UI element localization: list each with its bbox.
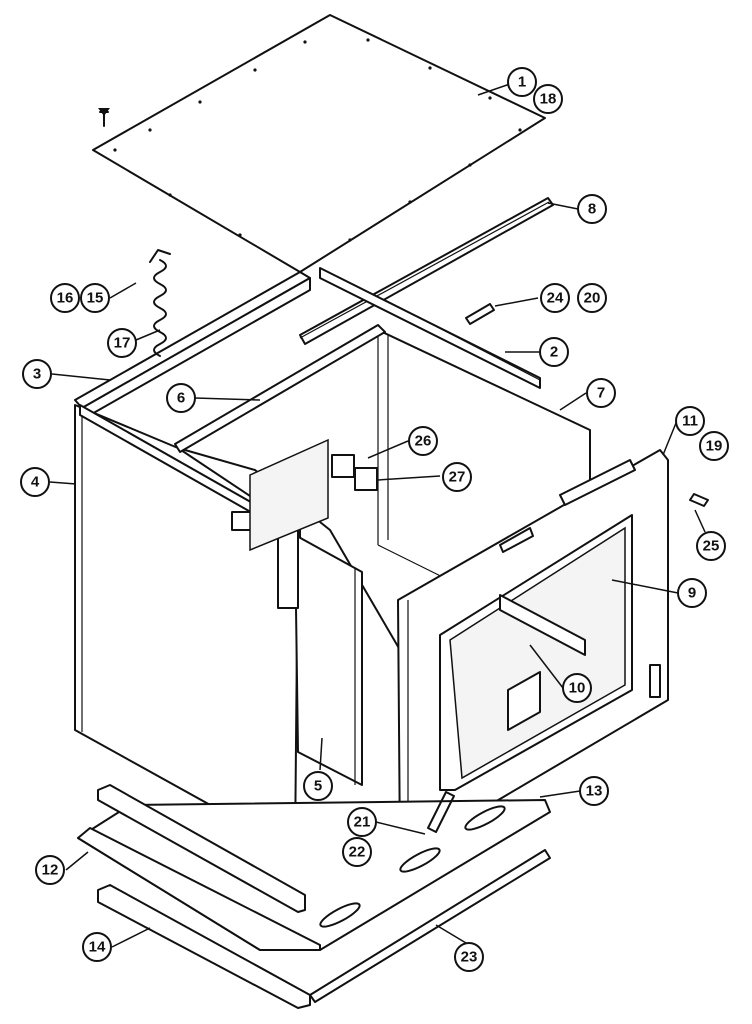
callout-22: 22 (342, 837, 372, 867)
callout-25: 25 (696, 531, 726, 561)
svg-text:26: 26 (415, 433, 432, 450)
callout-11: 11 (675, 406, 705, 436)
svg-text:24: 24 (547, 290, 564, 307)
svg-text:15: 15 (87, 290, 104, 307)
callout-15: 15 (80, 283, 110, 313)
top-back-strip (174, 324, 386, 453)
callout-12: 12 (35, 855, 65, 885)
callout-21: 21 (347, 807, 377, 837)
bottom-front-rail (97, 849, 551, 1009)
callout-5: 5 (303, 771, 333, 801)
callout-13: 13 (579, 776, 609, 806)
svg-text:2: 2 (550, 344, 558, 361)
svg-text:6: 6 (177, 390, 185, 407)
callout-18: 18 (533, 84, 563, 114)
svg-text:20: 20 (584, 290, 601, 307)
svg-text:23: 23 (461, 949, 478, 966)
callout-6: 6 (166, 383, 196, 413)
svg-text:10: 10 (569, 680, 586, 697)
svg-text:17: 17 (114, 335, 131, 352)
callout-1: 1 (507, 67, 537, 97)
fastener-icon (689, 493, 709, 507)
inner-lower-bracket (499, 594, 586, 731)
svg-text:18: 18 (540, 91, 557, 108)
leader-lines (49, 83, 706, 948)
svg-text:12: 12 (42, 862, 59, 879)
top-panel (92, 14, 546, 273)
svg-text:14: 14 (89, 939, 106, 956)
inner-divider-panel (231, 511, 363, 786)
svg-text:13: 13 (586, 783, 603, 800)
svg-text:9: 9 (688, 585, 696, 602)
svg-text:21: 21 (354, 814, 371, 831)
callout-26: 26 (408, 426, 438, 456)
callout-10: 10 (562, 673, 592, 703)
svg-text:7: 7 (597, 385, 605, 402)
svg-text:8: 8 (588, 201, 596, 218)
callout-9: 9 (677, 578, 707, 608)
callout-20: 20 (577, 283, 607, 313)
callout-17: 17 (107, 328, 137, 358)
callout-8: 8 (577, 194, 607, 224)
callout-14: 14 (82, 932, 112, 962)
svg-text:3: 3 (33, 366, 41, 383)
door-hinge-icon (465, 303, 495, 325)
callout-3: 3 (22, 359, 52, 389)
svg-text:19: 19 (706, 438, 723, 455)
callout-23: 23 (454, 942, 484, 972)
svg-text:11: 11 (682, 413, 698, 430)
svg-text:1: 1 (518, 74, 526, 91)
callout-24: 24 (540, 283, 570, 313)
terminal-block-icon (331, 454, 378, 491)
svg-text:25: 25 (703, 538, 720, 555)
callout-16: 16 (50, 283, 80, 313)
svg-text:27: 27 (449, 469, 466, 486)
callout-7: 7 (586, 378, 616, 408)
callout-19: 19 (699, 431, 729, 461)
svg-text:16: 16 (57, 290, 74, 307)
inner-heat-shield (249, 438, 329, 552)
svg-text:22: 22 (349, 844, 366, 861)
top-rail (299, 197, 554, 345)
bottom-left-rail (97, 784, 306, 913)
callout-4: 4 (20, 467, 50, 497)
callout-27: 27 (442, 462, 472, 492)
power-cord-coil (149, 249, 171, 357)
svg-text:4: 4 (31, 474, 40, 491)
svg-text:5: 5 (314, 778, 322, 795)
hinge-pin-icon (427, 791, 455, 833)
rear-panel-2 (319, 267, 541, 389)
callout-2: 2 (539, 337, 569, 367)
screw-icon (98, 108, 110, 127)
